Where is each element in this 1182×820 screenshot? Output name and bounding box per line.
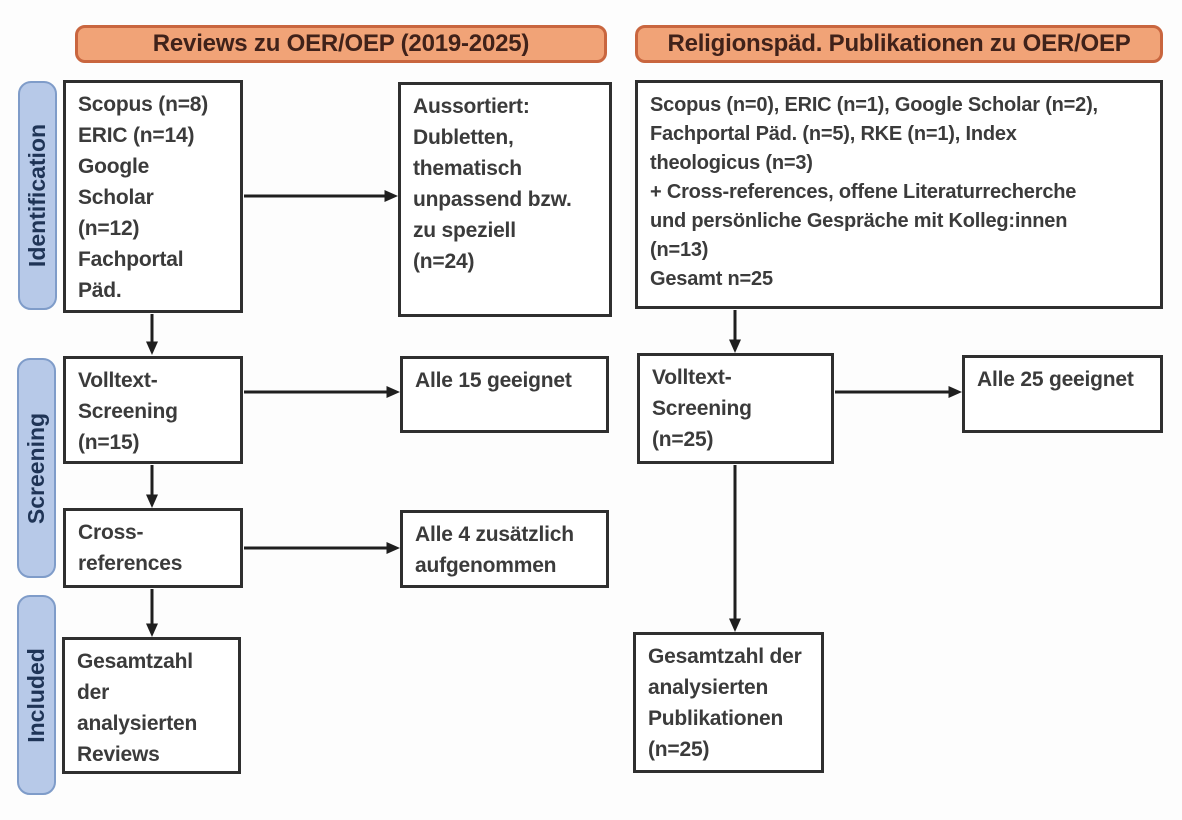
box-relpaed-included-total: Gesamtzahl der analysierten Publikatione… (633, 632, 824, 773)
box-reviews-included-total: Gesamtzahl der analysierten Reviews (n=1… (62, 637, 241, 774)
stage-label-screening: Screening (17, 358, 56, 578)
column-header-religionspaed: Religionspäd. Publikationen zu OER/OEP (635, 25, 1163, 63)
stage-label-screening-text: Screening (23, 412, 49, 524)
box-reviews-crossreferences: Cross-references (n=4) (63, 508, 243, 588)
column-header-reviews: Reviews zu OER/OEP (2019-2025) (75, 25, 607, 63)
stage-label-identification-text: Identification (24, 123, 50, 268)
box-relpaed-fulltext-result: Alle 25 geeignet (962, 355, 1163, 433)
stage-label-included: Included (17, 595, 56, 795)
box-reviews-fulltext-result: Alle 15 geeignet (400, 356, 609, 433)
box-relpaed-sources: Scopus (n=0), ERIC (n=1), Google Scholar… (635, 80, 1163, 309)
box-reviews-crossreferences-result: Alle 4 zusätzlich aufgenommen (400, 510, 609, 588)
box-reviews-excluded: Aussortiert: Dubletten, thematisch unpas… (398, 82, 612, 317)
stage-label-included-text: Included (23, 647, 49, 743)
box-relpaed-fulltext-screening: Volltext- Screening (n=25) (637, 353, 834, 464)
box-reviews-fulltext-screening: Volltext- Screening (n=15) (63, 356, 243, 464)
box-reviews-sources: Scopus (n=8) ERIC (n=14) Google Scholar … (63, 80, 243, 313)
stage-label-identification: Identification (18, 81, 57, 310)
